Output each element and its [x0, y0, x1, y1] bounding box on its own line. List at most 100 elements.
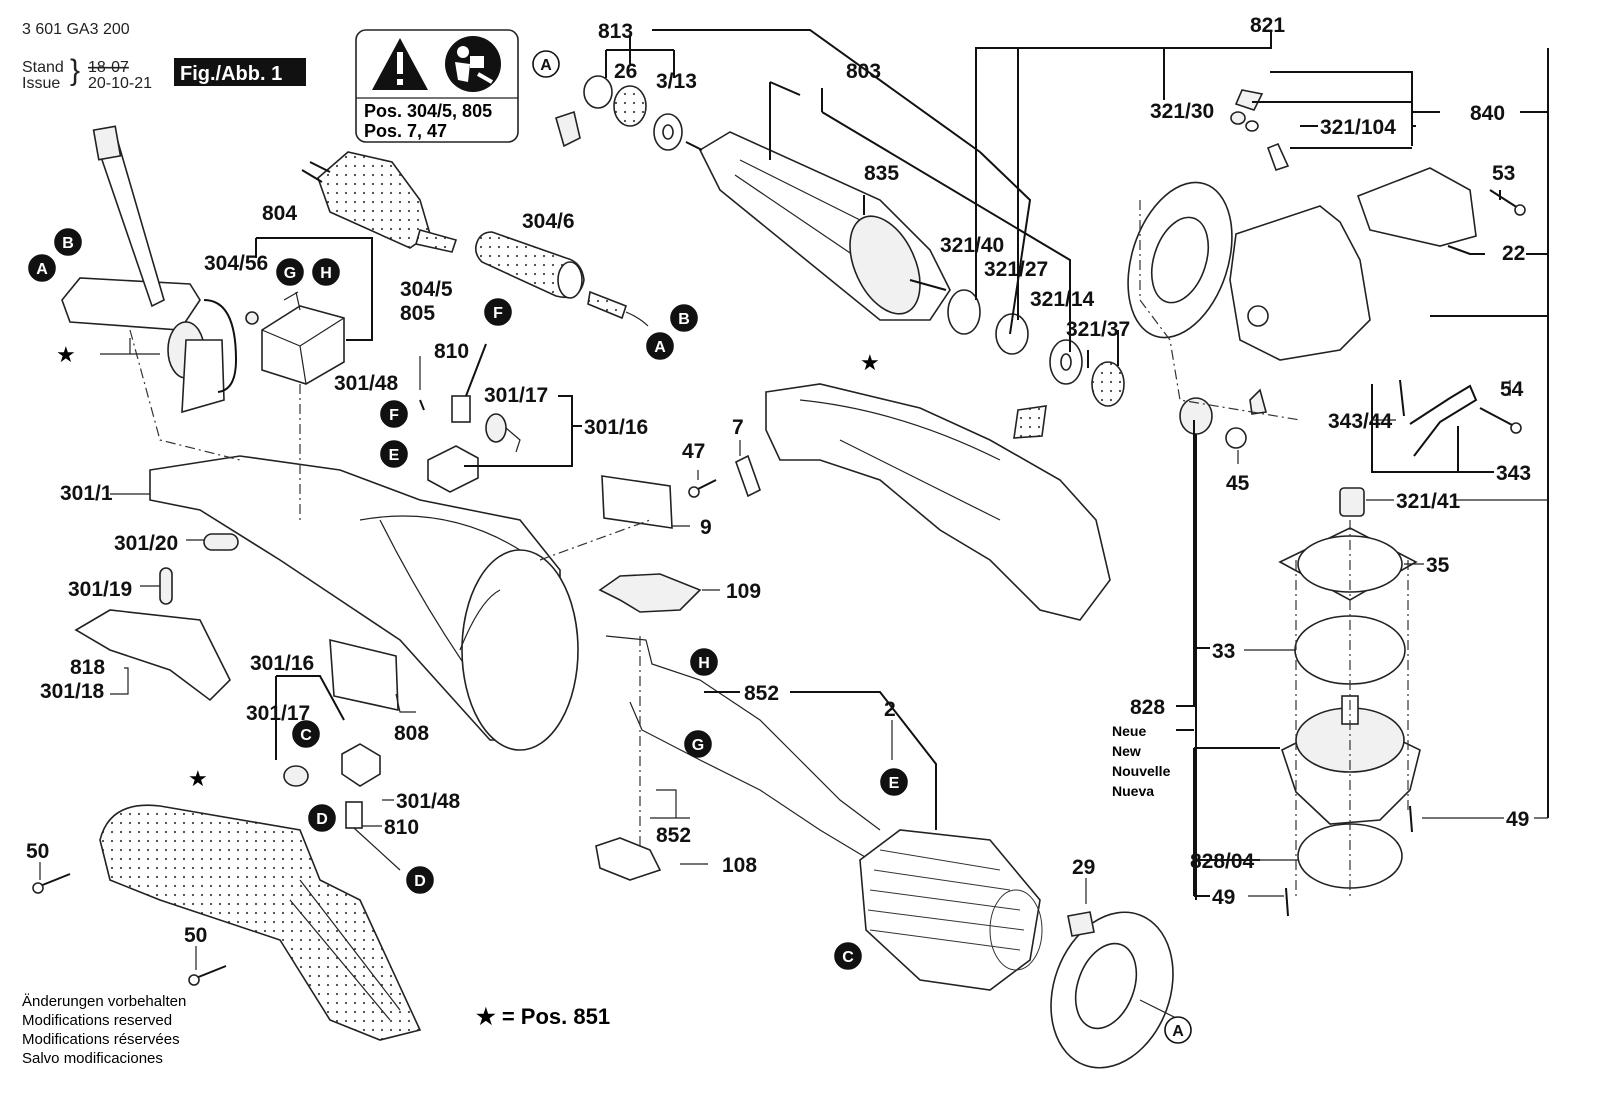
- label-301-16-top: 301/16: [584, 416, 648, 439]
- label-321-37: 321/37: [1066, 318, 1130, 341]
- bearing-gear: [555, 110, 581, 148]
- mains-plug: [301, 151, 458, 253]
- label-301-48-top: 301/48: [334, 372, 399, 395]
- issue-label: Issue: [22, 75, 60, 92]
- lock-lever-343: [1409, 384, 1478, 457]
- label-26: 26: [614, 60, 637, 83]
- connector-letter: D: [414, 873, 426, 890]
- connector-letter: H: [320, 265, 332, 282]
- brace-glyph: }: [70, 54, 80, 87]
- screw-50b: [195, 965, 227, 979]
- switch-lever: [61, 125, 201, 331]
- label-9: [601, 475, 673, 529]
- screw-49b: [1285, 887, 1289, 917]
- screw-53: [1489, 189, 1519, 209]
- brush-spring-lower: [283, 765, 309, 787]
- screw-54: [1479, 407, 1515, 427]
- felt-insert: [1013, 405, 1047, 439]
- label-821: 821: [1250, 14, 1285, 37]
- label-321-41: 321/41: [1396, 490, 1461, 513]
- carbon-brush-top: [451, 395, 471, 423]
- label-109: 109: [726, 580, 761, 603]
- label-840: 840: [1470, 102, 1505, 125]
- warning-triangle-icon: [372, 38, 428, 90]
- figure-badge: [174, 58, 306, 86]
- label-50-lower: 50: [184, 924, 207, 947]
- carbon-brush-lower: [345, 801, 363, 829]
- connector-a-badge: A: [28, 254, 56, 282]
- spring-301-19: [159, 567, 173, 605]
- read-manual-icon: [445, 36, 501, 92]
- part-illustrations: [32, 75, 1526, 1069]
- ring-26: [613, 85, 647, 127]
- footer-note-es: Salvo modificaciones: [22, 1050, 163, 1067]
- label-301-1: 301/1: [60, 482, 113, 505]
- footer-note-de: Änderungen vorbehalten: [22, 993, 186, 1010]
- connector-c-badge: C: [834, 942, 862, 970]
- label-828: 828: [1130, 696, 1165, 719]
- connector-e-badge: E: [380, 440, 408, 468]
- bushing-321-41: [1339, 487, 1365, 517]
- warning-line-1: Pos. 304/5, 805: [364, 101, 492, 121]
- seal-321-37: [1091, 361, 1125, 407]
- leader-lines: [39, 29, 1549, 1019]
- connector-a-badge: A: [532, 50, 560, 78]
- label-808: 808: [394, 722, 429, 745]
- label-321-104: 321/104: [1320, 116, 1396, 139]
- screw-47: [695, 479, 717, 491]
- label-835: 835: [864, 162, 899, 185]
- new-label-en: New: [1112, 743, 1141, 759]
- label-2: 2: [884, 698, 896, 721]
- screw-50a: [39, 873, 71, 887]
- label-301-17-top: 301/17: [484, 384, 548, 407]
- connector-a-badge: A: [1164, 1016, 1192, 1044]
- clamp-7: [735, 454, 761, 498]
- label-852-upper: 852: [744, 682, 779, 705]
- connector-g-badge: G: [684, 730, 712, 758]
- label-343: 343: [1496, 462, 1531, 485]
- footer-note-fr: Modifications réservées: [22, 1031, 180, 1048]
- label-50-left: 50: [26, 840, 49, 863]
- connector-h-badge: H: [312, 258, 340, 286]
- connector-letter: C: [300, 727, 312, 744]
- label-3-13: 3/13: [656, 70, 697, 93]
- star-marker: ★: [860, 350, 880, 375]
- connector-letter: G: [692, 737, 704, 754]
- header: 3 601 GA3 200 Stand Issue } 18-07 20-10-…: [22, 21, 306, 92]
- alignment-lines: [129, 200, 1409, 900]
- label-810-lower: 810: [384, 816, 419, 839]
- figure-label: Fig./Abb. 1: [180, 63, 282, 85]
- label-805: 805: [400, 302, 435, 325]
- connector-letter: B: [62, 235, 74, 252]
- connector-letter: C: [842, 949, 854, 966]
- label-321-27: 321/27: [984, 258, 1048, 281]
- gear-small: [1249, 388, 1268, 415]
- footer-note-en: Modifications reserved: [22, 1012, 172, 1029]
- part-labels: 813 26 3/13 803 835 821 321/30 321/104 8…: [26, 14, 1531, 947]
- stand-label: Stand: [22, 59, 64, 76]
- field-coil: [859, 829, 1043, 991]
- screw-49a: [1409, 805, 1413, 833]
- connector-h-badge: H: [690, 648, 718, 676]
- label-45: 45: [1226, 472, 1250, 495]
- label-301-18: 301/18: [40, 680, 105, 703]
- label-29: 29: [1072, 856, 1095, 879]
- connector-b-badge: B: [54, 228, 82, 256]
- label-49-lower: 49: [1212, 886, 1235, 909]
- label-304-5: 304/5: [400, 278, 453, 301]
- label-54: 54: [1500, 378, 1524, 401]
- connector-letter: G: [284, 265, 296, 282]
- connector-letter: A: [36, 261, 48, 278]
- new-label-es: Nueva: [1112, 783, 1154, 799]
- spring-343-44: [1399, 379, 1405, 417]
- label-301-48-lower: 301/48: [396, 790, 461, 813]
- label-818: 818: [70, 656, 105, 679]
- bearing-813: [583, 75, 613, 109]
- connector-letter: E: [889, 775, 900, 792]
- connector-letter: A: [540, 57, 552, 74]
- footer: Änderungen vorbehalten Modifications res…: [22, 993, 610, 1067]
- connector-letter: E: [389, 447, 400, 464]
- label-22: 22: [1502, 242, 1525, 265]
